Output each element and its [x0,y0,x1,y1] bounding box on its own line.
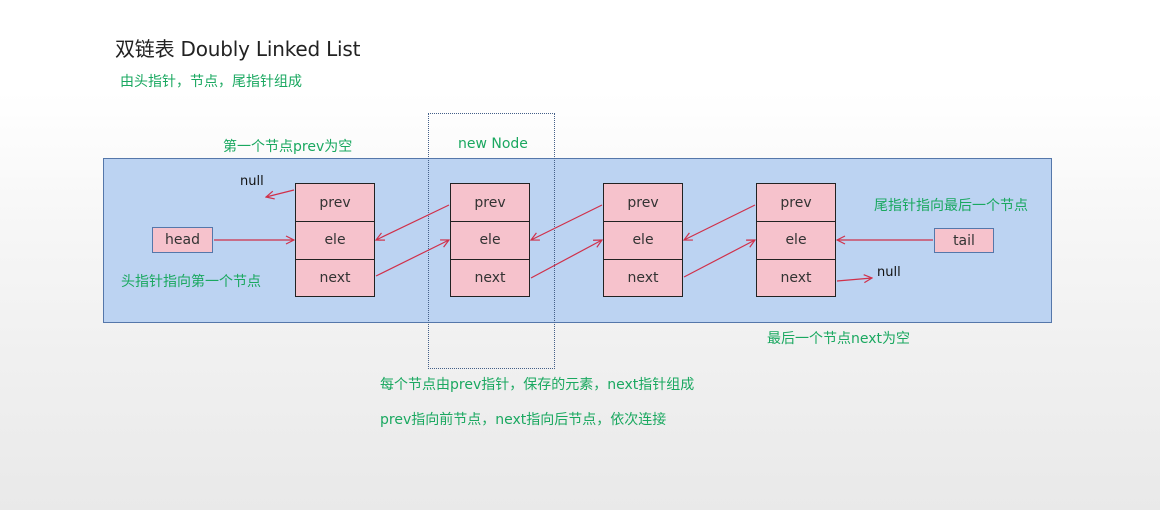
node-ele-field: ele [757,221,835,258]
head-pointer: head [152,227,213,253]
first-prev-null-label: null [240,174,264,189]
tail-points-last-annotation: 尾指针指向最后一个节点 [874,198,1028,214]
list-node-3: prev ele next [603,183,683,297]
diagram-title: 双链表 Doubly Linked List [115,37,361,61]
node-prev-field: prev [474,194,506,211]
node-next-field: next [604,258,682,296]
node-next-field: next [451,258,529,296]
last-next-null-annotation: 最后一个节点next为空 [767,331,911,347]
node-composition-annotation: 每个节点由prev指针，保存的元素，next指针组成 [380,377,695,393]
node-ele-field: ele [296,221,374,258]
list-node-2-new: prev ele next [450,183,530,297]
node-prev-field: prev [627,194,659,211]
last-next-null-label: null [877,265,901,280]
prev-next-link-annotation: prev指向前节点，next指向后节点，依次连接 [380,412,667,428]
first-prev-null-annotation: 第一个节点prev为空 [223,139,353,155]
node-next-field: next [757,258,835,296]
node-ele-field: ele [604,221,682,258]
subtitle-annotation: 由头指针，节点，尾指针组成 [120,74,302,90]
list-node-1: prev ele next [295,183,375,297]
new-node-annotation: new Node [458,136,528,152]
head-points-first-annotation: 头指针指向第一个节点 [121,274,261,290]
node-ele-field: ele [451,221,529,258]
tail-pointer: tail [934,228,994,253]
node-prev-field: prev [780,194,812,211]
list-node-4: prev ele next [756,183,836,297]
node-prev-field: prev [319,194,351,211]
node-next-field: next [296,258,374,296]
